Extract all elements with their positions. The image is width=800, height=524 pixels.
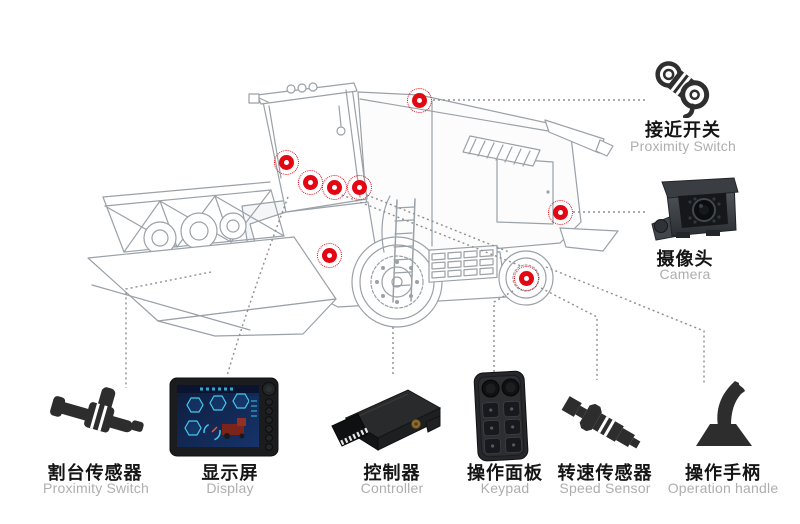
label-camera-en: Camera (659, 266, 711, 282)
label-controller-en: Controller (360, 480, 424, 496)
label-operation-handle-cn: 操作手柄 (685, 463, 761, 483)
label-camera-cn: 摄像头 (656, 249, 714, 269)
label-operation-handle-en: Operation handle (667, 480, 779, 496)
camera-icon (651, 177, 739, 241)
sensor-marker (273, 149, 299, 175)
label-speed-sensor-en: Speed Sensor (559, 480, 651, 496)
leader-lines (125, 99, 705, 388)
proximity-switch-icon (655, 61, 710, 118)
controller-icon (331, 389, 442, 451)
speed-sensor-icon (561, 396, 641, 449)
operation-handle-icon (696, 381, 752, 446)
header-sensor-icon (50, 387, 144, 433)
label-header-sensor-en: Proximity Switch (43, 480, 149, 496)
display-icon (169, 377, 279, 457)
label-keypad-cn: 操作面板 (467, 463, 543, 483)
sensor-marker (406, 87, 432, 113)
label-speed-sensor-cn: 转速传感器 (557, 463, 653, 483)
sensor-marker (513, 265, 539, 291)
label-proximity-switch-cn: 接近开关 (645, 120, 721, 140)
sensor-marker (547, 199, 573, 225)
sensor-marker (346, 174, 372, 200)
label-header-sensor-cn: 割台传感器 (47, 463, 143, 483)
sensor-marker (321, 174, 347, 200)
label-display-en: Display (206, 480, 254, 496)
keypad-icon (473, 370, 529, 462)
sensor-marker (316, 242, 342, 268)
label-proximity-switch-en: Proximity Switch (630, 138, 736, 154)
sensor-marker (297, 169, 323, 195)
label-controller-cn: 控制器 (363, 463, 421, 483)
label-keypad-en: Keypad (480, 480, 530, 496)
label-display-cn: 显示屏 (201, 463, 259, 483)
